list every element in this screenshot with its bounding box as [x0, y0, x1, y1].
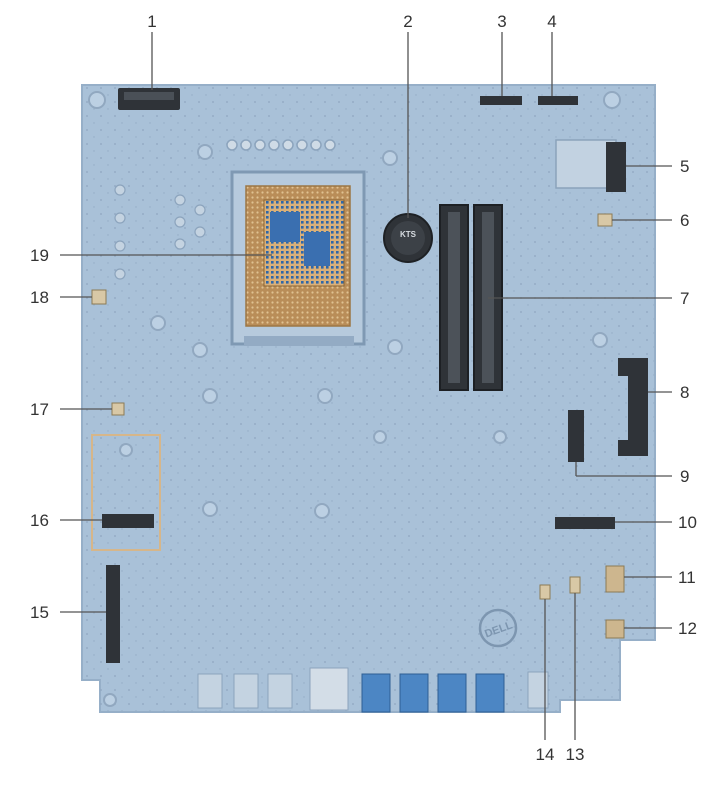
callout-14: 14: [536, 745, 555, 764]
leader-lines: [60, 32, 672, 740]
callout-13: 13: [566, 745, 585, 764]
rear-io-ports: [197, 667, 549, 713]
m2-slot-5: [555, 139, 626, 192]
connector-11: [605, 565, 625, 593]
callout-2: 2: [403, 12, 412, 31]
m2-wlan-slot-16: [91, 434, 161, 551]
top-connector-4: [538, 96, 578, 105]
m2-slot-9: [568, 410, 584, 462]
callout-7: 7: [680, 289, 689, 308]
power-connector: [118, 88, 180, 110]
callout-15: 15: [30, 603, 49, 622]
top-connector-3: [480, 96, 522, 105]
callout-11: 11: [678, 568, 696, 587]
voltage-regulators: [114, 184, 206, 280]
callout-1: 1: [147, 12, 156, 31]
callout-19: 19: [30, 246, 49, 265]
callout-5: 5: [680, 157, 689, 176]
cpu-socket: [230, 170, 366, 346]
callout-12: 12: [678, 619, 697, 638]
motherboard-pcb: [81, 84, 656, 713]
callout-4: 4: [547, 12, 556, 31]
callout-labels: 1 2 3 4 5 6 7 8 9 10 11 12 13 14 15 16 1…: [30, 12, 697, 764]
battery-brand-label: KTS: [400, 230, 417, 239]
callout-3: 3: [497, 12, 506, 31]
callout-18: 18: [30, 288, 49, 307]
header-14: [539, 584, 551, 600]
callout-17: 17: [30, 400, 49, 419]
callout-9: 9: [680, 467, 689, 486]
connector-12: [605, 619, 625, 639]
header-18: [91, 289, 107, 305]
header-17: [111, 402, 125, 416]
coin-cell-battery: KTS: [383, 213, 433, 263]
header-13: [569, 576, 581, 594]
display-connector-15: [106, 565, 120, 663]
callout-6: 6: [680, 211, 689, 230]
callout-10: 10: [678, 513, 697, 532]
header-6: [597, 213, 613, 227]
connector-10: [555, 517, 615, 529]
capacitor-row: [226, 139, 336, 151]
callout-8: 8: [680, 383, 689, 402]
mounting-holes: [88, 91, 621, 707]
callout-16: 16: [30, 511, 49, 530]
sata-connector-8: [618, 358, 648, 456]
